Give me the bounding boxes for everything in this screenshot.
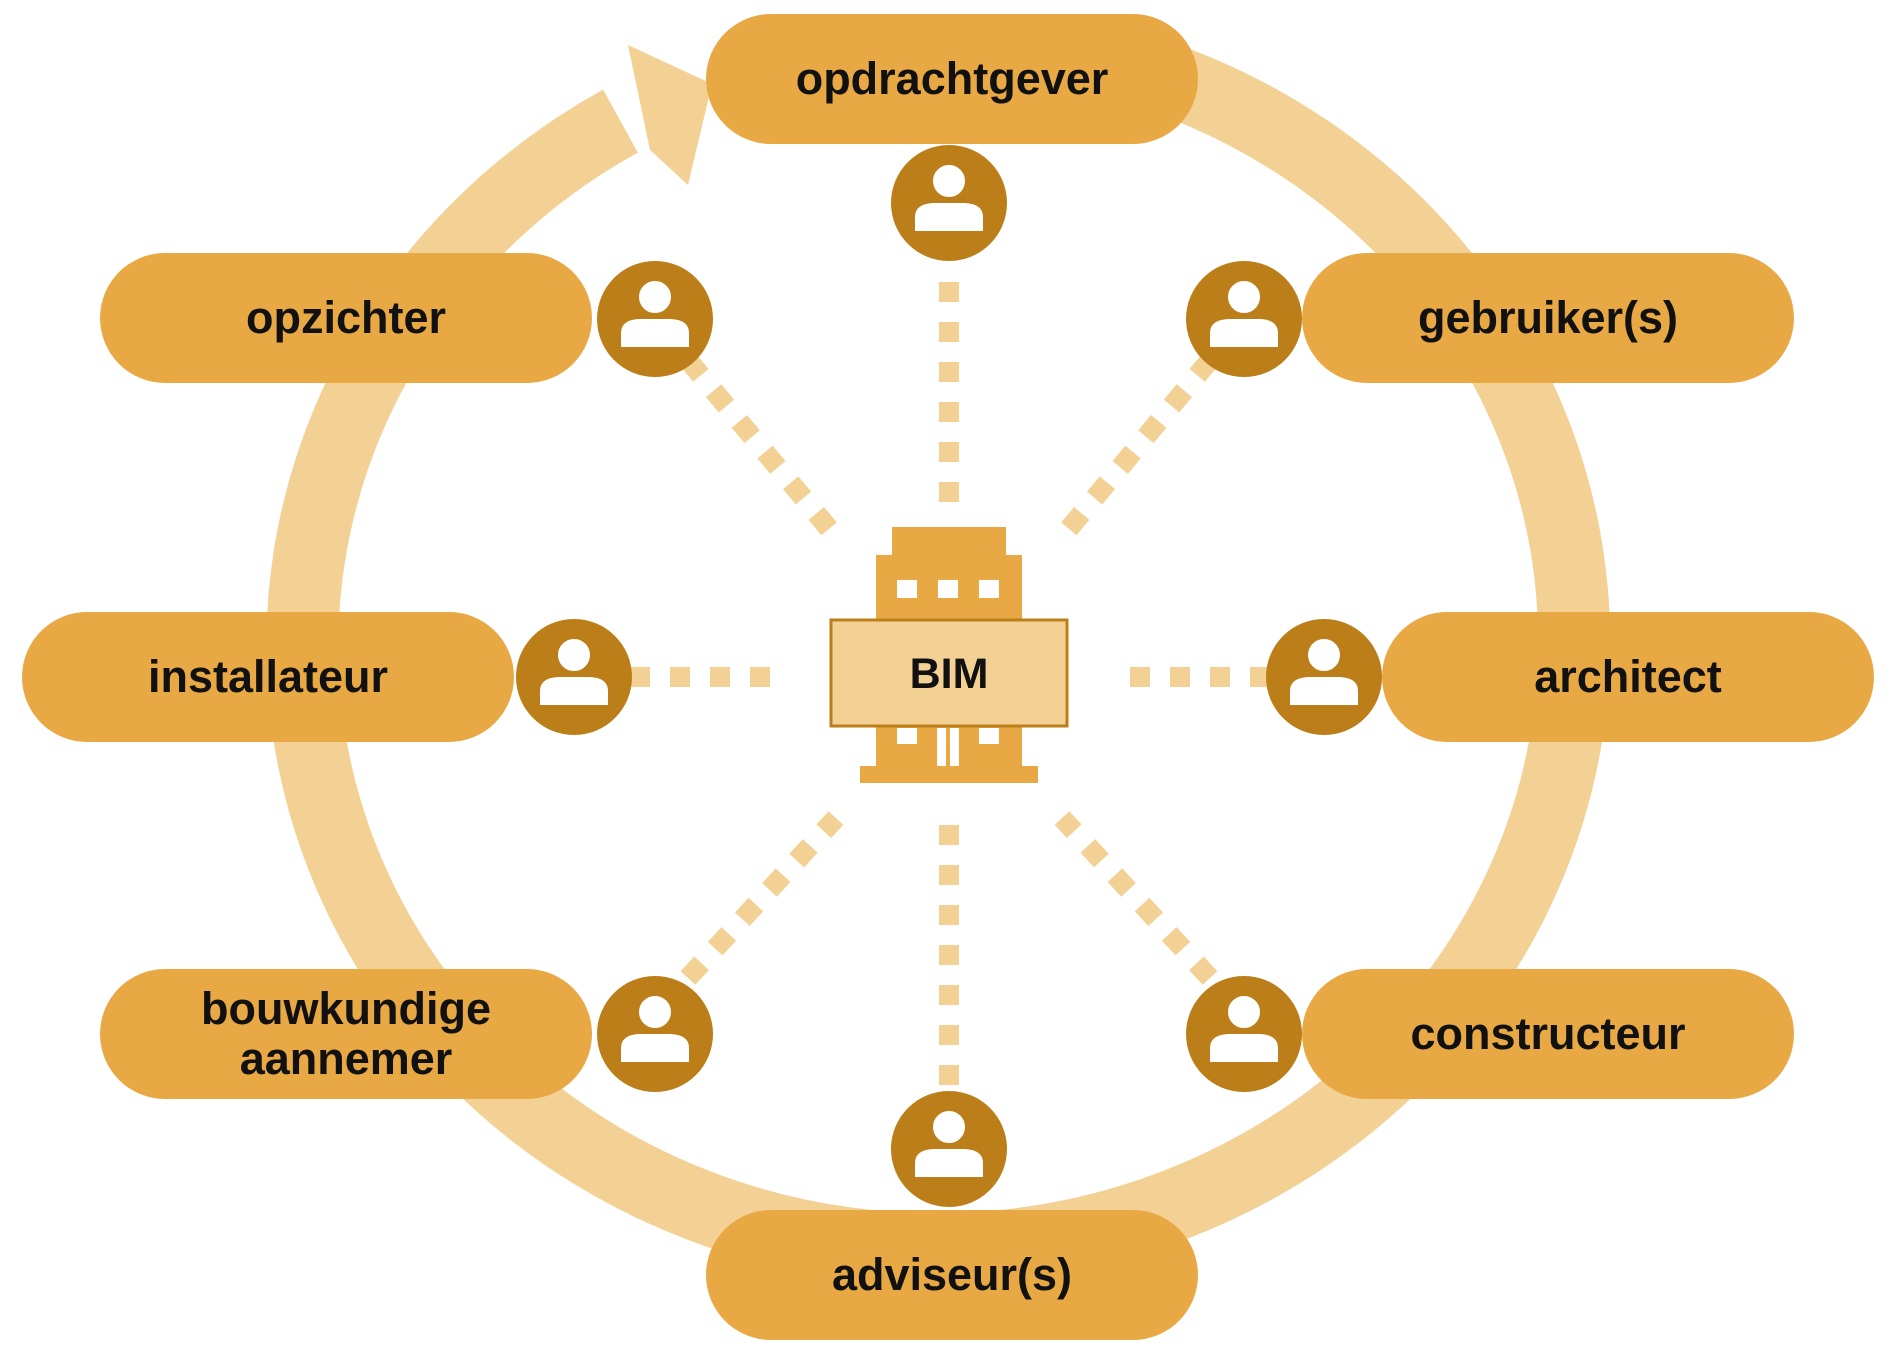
bim-center: BIM — [829, 527, 1069, 783]
role-pill[interactable] — [706, 14, 1198, 144]
connectors — [630, 282, 1270, 1085]
role-label: installateur — [148, 651, 388, 702]
window — [979, 580, 999, 598]
person-icon — [516, 619, 632, 735]
role-label: bouwkundige — [201, 983, 491, 1034]
role-label: opdrachtgever — [796, 53, 1109, 104]
person-icon — [1266, 619, 1382, 735]
connector-line — [1054, 811, 1218, 985]
role-pill[interactable] — [1382, 612, 1874, 742]
window — [897, 728, 917, 744]
role-installateur[interactable]: installateur — [22, 612, 514, 742]
role-label: constructeur — [1410, 1008, 1685, 1059]
role-pill[interactable] — [1302, 969, 1794, 1099]
role-constructeur[interactable]: constructeur — [1302, 969, 1794, 1099]
role-gebruikers[interactable]: gebruiker(s) — [1302, 253, 1794, 383]
person-icon — [891, 145, 1007, 261]
window — [897, 580, 917, 598]
role-label: adviseur(s) — [832, 1249, 1072, 1300]
building-base — [860, 766, 1038, 783]
connector-line — [680, 811, 844, 985]
cycle-arrowhead — [628, 45, 712, 185]
connector-line — [680, 353, 844, 544]
window — [938, 580, 958, 598]
person-icon — [597, 976, 713, 1092]
bim-label: BIM — [910, 650, 989, 698]
bim-box[interactable] — [829, 618, 1069, 728]
role-opdrachtgever[interactable]: opdrachtgever — [706, 14, 1198, 144]
role-label: opzichter — [246, 292, 446, 343]
door-split — [946, 728, 950, 766]
person-icon — [1186, 976, 1302, 1092]
window — [979, 728, 999, 744]
person-icon — [891, 1091, 1007, 1207]
person-icons — [516, 145, 1382, 1207]
role-label: gebruiker(s) — [1418, 292, 1678, 343]
role-pill[interactable] — [100, 969, 592, 1099]
role-architect[interactable]: architect — [1382, 612, 1874, 742]
role-opzichter[interactable]: opzichter — [100, 253, 592, 383]
role-label: architect — [1534, 651, 1722, 702]
role-pill[interactable] — [100, 253, 592, 383]
person-icon — [1186, 261, 1302, 377]
connector-line — [1054, 353, 1218, 544]
role-pill[interactable] — [706, 1210, 1198, 1340]
role-adviseurs[interactable]: adviseur(s) — [706, 1210, 1198, 1340]
role-label: aannemer — [240, 1033, 453, 1084]
role-pill[interactable] — [1302, 253, 1794, 383]
building-icon — [860, 527, 1038, 783]
person-icon — [597, 261, 713, 377]
role-pills: opdrachtgever gebruiker(s) architect constr… — [22, 14, 1874, 1340]
role-pill[interactable] — [22, 612, 514, 742]
